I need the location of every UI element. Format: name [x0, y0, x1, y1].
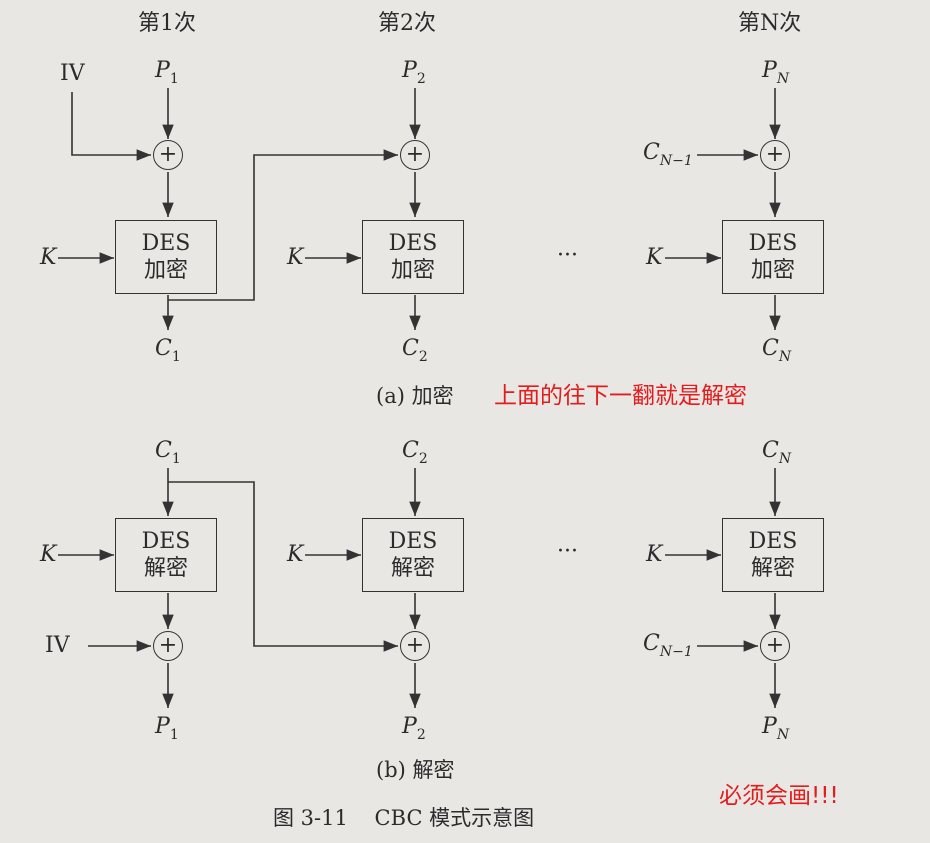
dec-c2-label: C2: [402, 438, 428, 467]
des-title: DES: [141, 230, 191, 256]
des-action: 加密: [143, 258, 188, 283]
dec-cn-label: CN: [762, 438, 792, 467]
dec-iv-label: IV: [45, 633, 70, 658]
dec-p2-label: P2: [402, 714, 426, 743]
des-title: DES: [748, 230, 798, 256]
header-round-1: 第1次: [138, 11, 196, 36]
dec-chain-1-2: [168, 481, 398, 652]
dec2-xor-icon: +: [400, 631, 430, 661]
annotation-bottom: 必须会画!!!: [719, 783, 839, 809]
des-action: 解密: [143, 556, 188, 581]
dec-cprev-label: CN−1: [643, 631, 693, 660]
enc-iv-label: IV: [60, 61, 85, 86]
des-title: DES: [748, 528, 798, 554]
enc2-des-box: DES 加密: [362, 220, 464, 294]
enc-cprev-label: CN−1: [643, 140, 693, 169]
enc-chain-1-2: [168, 149, 398, 301]
decn-key-label: K: [646, 542, 663, 567]
encn-xor-icon: +: [760, 140, 790, 170]
des-action: 解密: [390, 556, 435, 581]
dec2-key-label: K: [287, 542, 304, 567]
enc-cn-label: CN: [762, 336, 792, 365]
enc-pn-label: PN: [762, 58, 790, 87]
enc1-xor-icon: +: [153, 140, 183, 170]
dec-p1-label: P1: [155, 714, 179, 743]
encn-key-label: K: [646, 245, 663, 270]
enc-p2-label: P2: [402, 58, 426, 87]
enc1-iv-arrow: [71, 92, 151, 161]
decn-xor-icon: +: [760, 631, 790, 661]
enc1-key-label: K: [40, 245, 57, 270]
des-action: 加密: [390, 258, 435, 283]
des-title: DES: [388, 528, 438, 554]
dec-c1-label: C1: [155, 438, 181, 467]
encrypt-caption: (a) 加密: [376, 384, 454, 408]
enc2-xor-icon: +: [400, 140, 430, 170]
header-round-n: 第N次: [738, 11, 802, 36]
decrypt-caption: (b) 解密: [376, 758, 455, 782]
decn-des-box: DES 解密: [722, 518, 824, 592]
enc-ellipsis: ···: [557, 243, 578, 268]
figure-caption: 图 3-11 CBC 模式示意图: [273, 806, 535, 830]
encn-des-box: DES 加密: [722, 220, 824, 294]
annotation-top: 上面的往下一翻就是解密: [494, 383, 747, 409]
enc-p1-label: P1: [155, 58, 179, 87]
des-action: 加密: [750, 258, 795, 283]
des-title: DES: [141, 528, 191, 554]
enc-c1-label: C1: [155, 336, 181, 365]
des-action: 解密: [750, 556, 795, 581]
header-round-2: 第2次: [378, 11, 436, 36]
dec-ellipsis: ···: [557, 539, 578, 564]
dec1-key-label: K: [40, 542, 57, 567]
des-title: DES: [388, 230, 438, 256]
enc2-key-label: K: [287, 245, 304, 270]
dec1-xor-icon: +: [153, 631, 183, 661]
enc-c2-label: C2: [402, 336, 428, 365]
dec-pn-label: PN: [762, 714, 790, 743]
enc1-des-box: DES 加密: [115, 220, 217, 294]
dec1-des-box: DES 解密: [115, 518, 217, 592]
dec2-des-box: DES 解密: [362, 518, 464, 592]
